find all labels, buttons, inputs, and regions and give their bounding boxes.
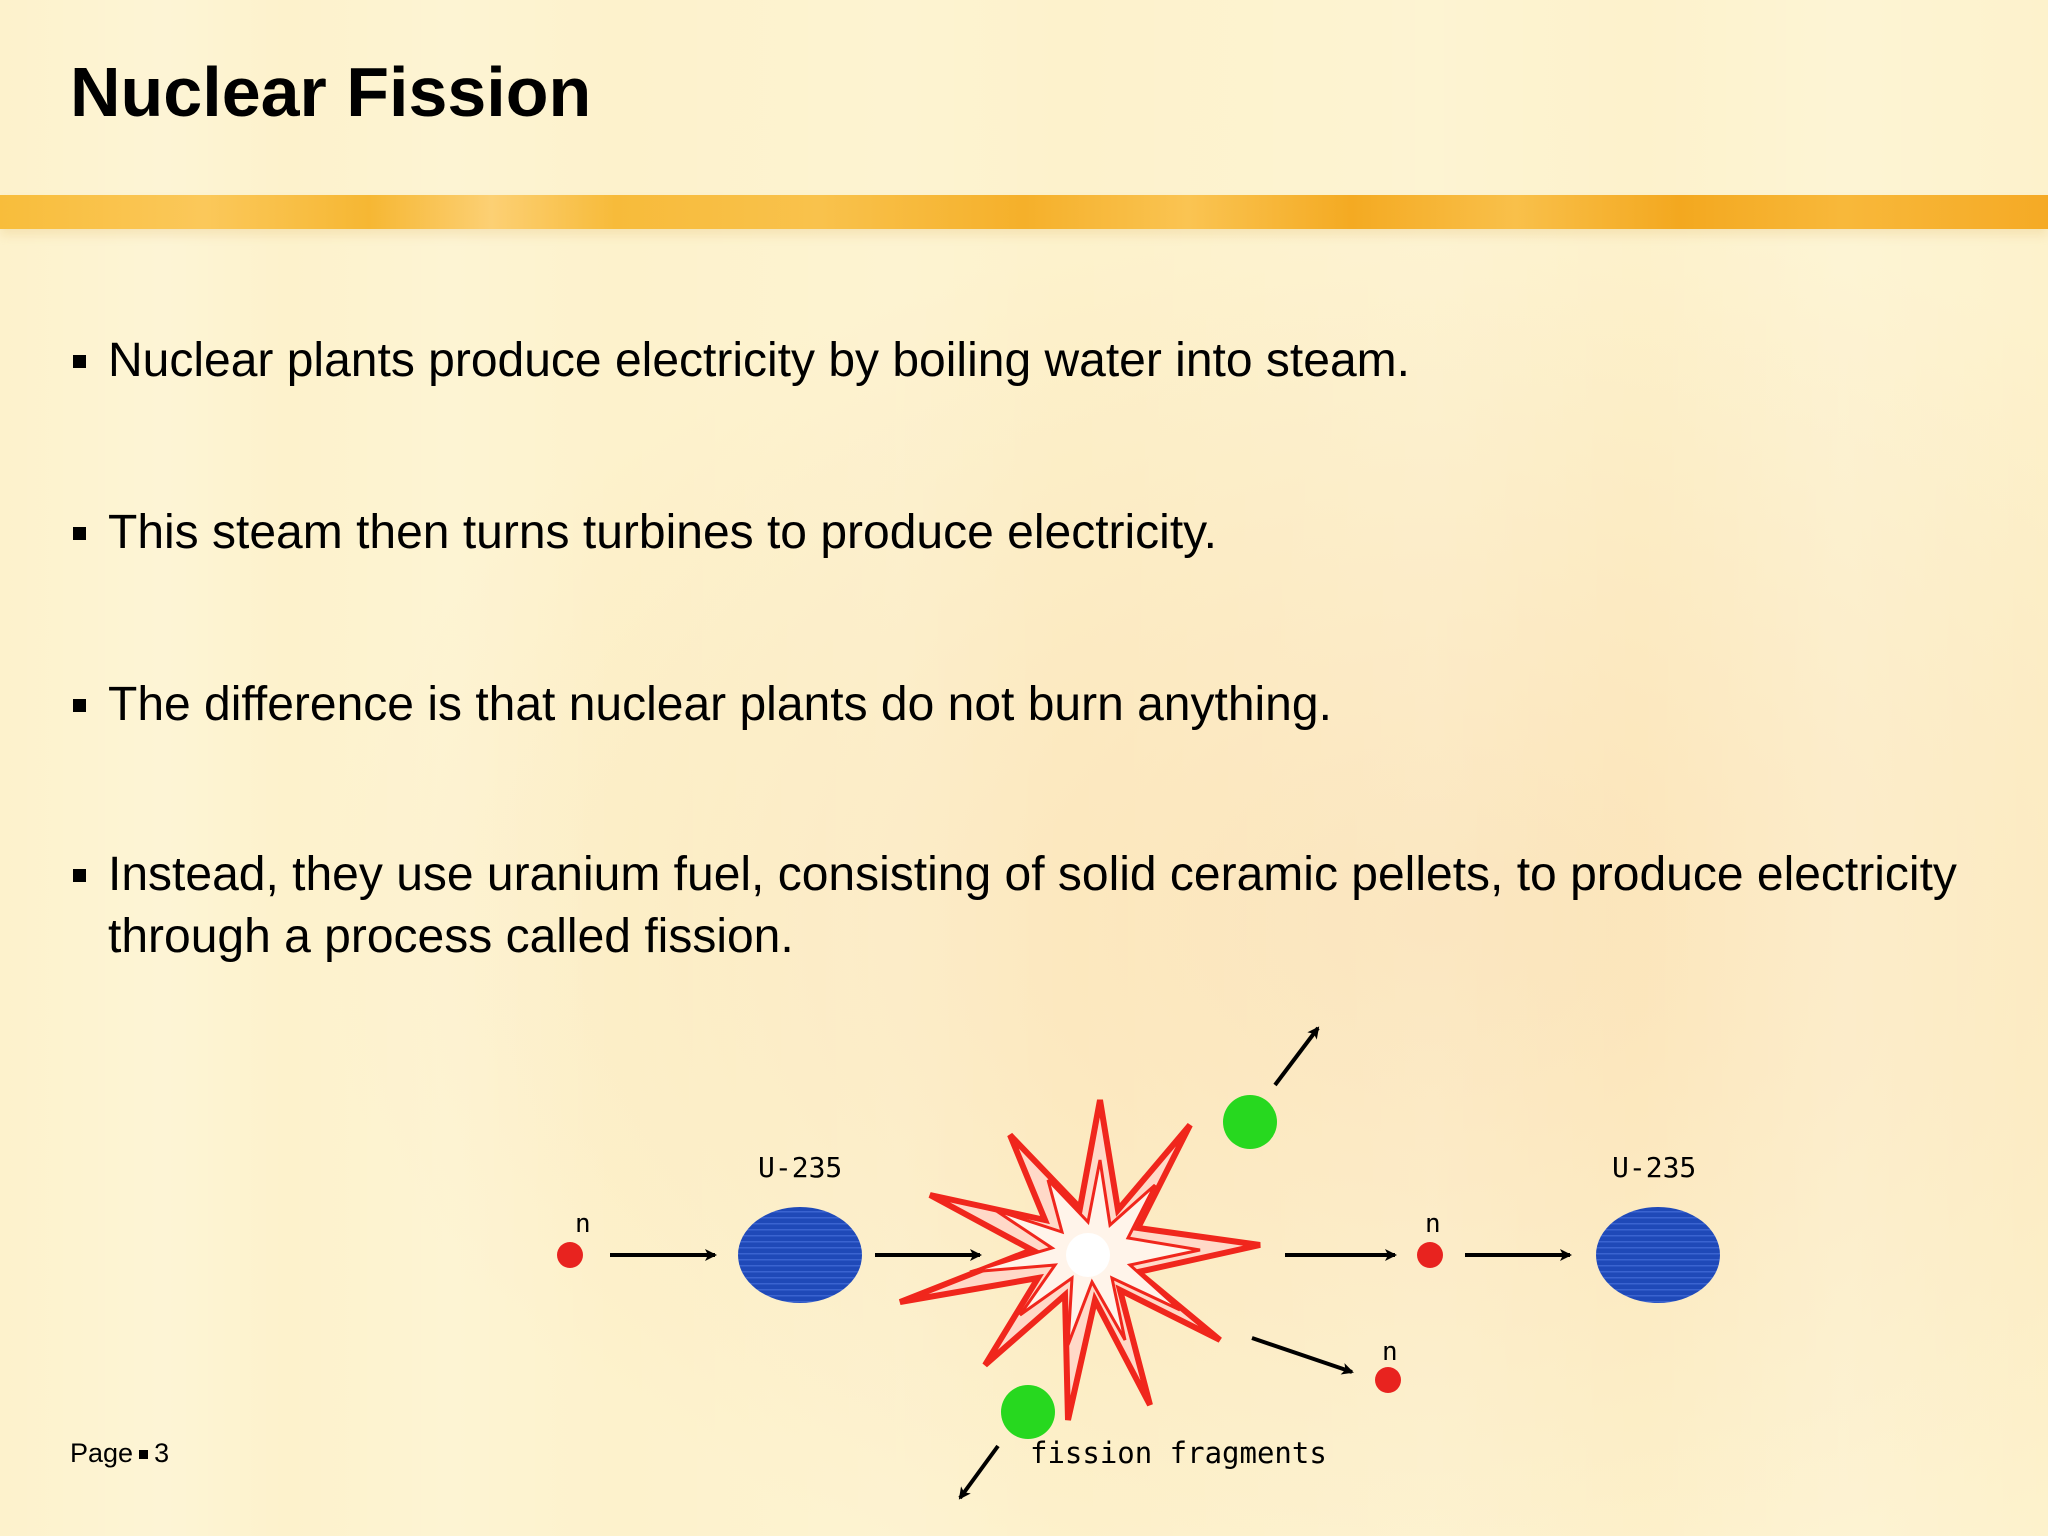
- bullet-square-icon: [73, 355, 86, 368]
- bullet-square-icon: [73, 869, 86, 882]
- bullet-text: This steam then turns turbines to produc…: [108, 506, 1217, 559]
- bullet-square-icon: [73, 527, 86, 540]
- bullet-item: Nuclear plants produce electricity by bo…: [70, 330, 1970, 392]
- fission-fragment-upper: [1223, 1095, 1277, 1149]
- neutron-label-lower: n: [1382, 1337, 1398, 1367]
- uranium-nucleus-left: [738, 1207, 862, 1303]
- fission-diagram: n U-235 n U-235 n fission fragments: [557, 1026, 1720, 1500]
- footer-separator-icon: [139, 1450, 149, 1460]
- fission-fragments-label: fission fragments: [1030, 1436, 1327, 1470]
- fission-fragment-lower: [1001, 1385, 1055, 1439]
- bullet-list: Nuclear plants produce electricity by bo…: [70, 330, 1970, 968]
- bullet-item: The difference is that nuclear plants do…: [70, 674, 1970, 736]
- arrow-fragment-upper: [1273, 1026, 1320, 1087]
- fission-explosion: [898, 1099, 1261, 1421]
- uranium-label-right: U-235: [1612, 1151, 1696, 1184]
- slide-title: Nuclear Fission: [70, 53, 592, 131]
- page-footer: Page 3: [70, 1438, 169, 1469]
- released-neutron-right: [1417, 1242, 1443, 1268]
- page-label: Page: [70, 1438, 134, 1468]
- arrow-fragment-lower: [958, 1444, 1000, 1500]
- incoming-neutron: [557, 1242, 583, 1268]
- arrow-fission-to-neutron-lower: [1251, 1336, 1354, 1375]
- uranium-nucleus-right: [1596, 1207, 1720, 1303]
- uranium-label-left: U-235: [758, 1151, 842, 1184]
- neutron-label: n: [575, 1209, 591, 1239]
- title-divider-band: [0, 195, 2048, 229]
- bullet-text: The difference is that nuclear plants do…: [108, 678, 1332, 731]
- bullet-item: Instead, they use uranium fuel, consisti…: [70, 844, 1970, 968]
- bullet-text: Nuclear plants produce electricity by bo…: [108, 334, 1410, 387]
- bullet-item: This steam then turns turbines to produc…: [70, 502, 1970, 564]
- released-neutron-lower: [1375, 1367, 1401, 1393]
- neutron-label-right: n: [1425, 1209, 1441, 1239]
- page-number: 3: [154, 1438, 170, 1468]
- bullet-text: Instead, they use uranium fuel, consisti…: [108, 848, 1957, 963]
- bullet-square-icon: [73, 699, 86, 712]
